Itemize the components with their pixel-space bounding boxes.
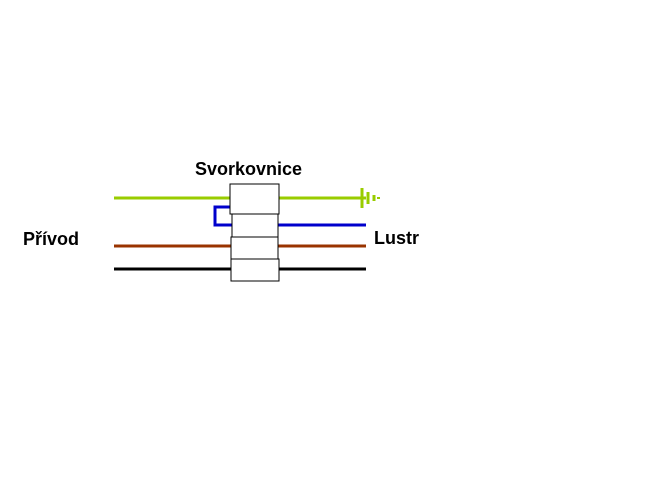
terminal-slot <box>230 258 280 282</box>
terminal-slot <box>229 183 280 215</box>
terminal-block-label: Svorkovnice <box>195 159 303 179</box>
ground-symbol-icon <box>360 188 380 208</box>
supply-label: Přívod <box>23 229 80 249</box>
terminal-slot <box>231 213 279 238</box>
neutral-wire <box>213 205 366 227</box>
terminal-block <box>229 183 280 282</box>
fixture-label: Lustr <box>374 228 419 248</box>
terminal-slot <box>230 236 279 260</box>
